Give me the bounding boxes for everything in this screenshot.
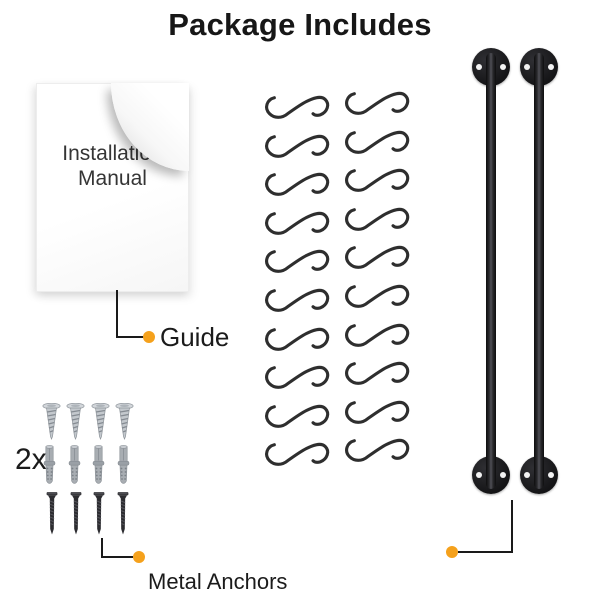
s-hook <box>265 443 330 467</box>
manual-title-line2: Manual <box>78 167 147 190</box>
s-hook <box>265 288 330 312</box>
rail-rod <box>534 53 544 489</box>
s-hook <box>345 400 410 424</box>
callout-line-hardware-vertical <box>101 538 103 558</box>
rail-rod <box>486 53 496 489</box>
s-hook <box>345 323 410 347</box>
s-hook <box>345 169 410 193</box>
installation-manual-graphic: Installation Manual <box>36 83 189 292</box>
screw-hole <box>500 472 506 478</box>
plastic-anchor <box>117 445 130 484</box>
screw-hole <box>500 64 506 70</box>
screw-hole <box>524 472 530 478</box>
s-hook <box>345 246 410 270</box>
rail-hook-label: 2x Rail & 20 Hook <box>382 538 499 600</box>
s-hook <box>265 173 330 197</box>
plastic-anchor <box>68 445 80 484</box>
s-hook <box>265 365 330 390</box>
s-hook <box>345 284 410 308</box>
callout-dot-rail <box>446 546 458 558</box>
steel-screw <box>70 492 82 535</box>
screw-hole <box>476 472 482 478</box>
steel-screw <box>46 492 58 535</box>
s-hook <box>345 130 410 154</box>
plastic-anchors-row <box>43 445 130 487</box>
screws-row <box>46 491 129 536</box>
hooks-grid <box>263 91 423 479</box>
hardware-labels: Metal Anchors Steel Screws Plastic Ancho… <box>148 519 298 600</box>
metal-anchor <box>42 403 61 440</box>
metal-anchor <box>66 403 85 440</box>
s-hook <box>345 207 410 231</box>
s-hook <box>345 91 410 115</box>
callout-line-rail-horizontal <box>458 551 513 553</box>
metal-anchor <box>91 403 110 440</box>
rail <box>472 48 510 494</box>
s-hook <box>265 211 330 235</box>
metal-anchor <box>115 403 134 440</box>
callout-line-rail-vertical <box>511 500 513 553</box>
screw-hole <box>548 64 554 70</box>
screw-hole <box>476 64 482 70</box>
callout-dot-guide <box>143 331 155 343</box>
callout-line-hardware-horizontal <box>101 556 133 558</box>
metal-anchors-row <box>42 403 134 441</box>
quantity-label: 2x <box>15 443 47 476</box>
s-hook <box>345 439 410 463</box>
s-hook <box>345 361 410 386</box>
steel-screw <box>93 492 105 535</box>
screw-hole <box>548 472 554 478</box>
s-hook <box>265 327 330 351</box>
callout-line-guide-vertical <box>116 290 118 337</box>
callout-line-guide-horizontal <box>116 336 144 338</box>
guide-label: Guide <box>160 322 230 352</box>
screw-hole <box>524 64 530 70</box>
s-hook <box>265 95 330 119</box>
plastic-anchor <box>93 445 105 484</box>
metal-anchors-label: Metal Anchors <box>148 569 288 594</box>
rail <box>520 48 558 494</box>
s-hook <box>265 250 330 274</box>
s-hook <box>265 134 330 158</box>
steel-screw <box>117 492 129 535</box>
s-hook <box>265 404 330 428</box>
page-title: Package Includes <box>168 7 432 42</box>
plastic-anchor <box>43 445 56 484</box>
callout-dot-hardware <box>133 551 145 563</box>
rails-group <box>472 48 558 494</box>
